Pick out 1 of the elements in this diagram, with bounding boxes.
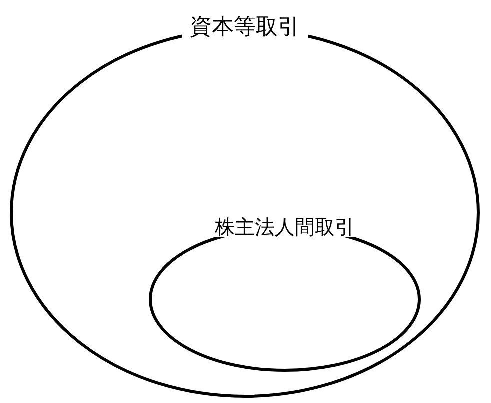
set-heading: 資本等取引: [182, 17, 308, 39]
